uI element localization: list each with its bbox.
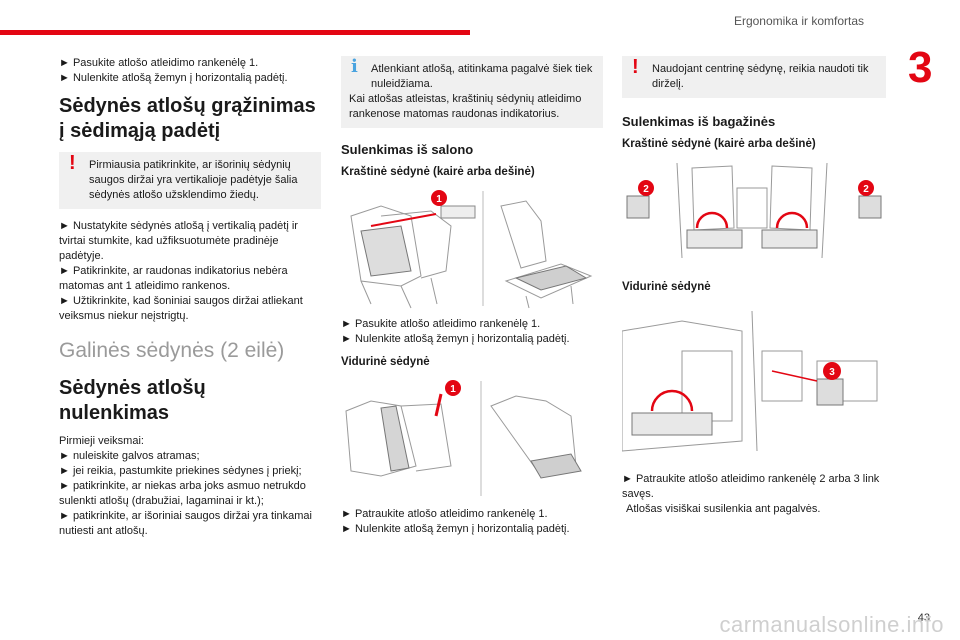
warning-note: ! Naudojant centrinę sėdynę, reikia naud… bbox=[622, 56, 886, 98]
column-2: i Atlenkiant atlošą, atitinkama pagalvė … bbox=[341, 56, 603, 537]
callout-badge-label: 1 bbox=[436, 194, 442, 205]
chapter-section-title: Galinės sėdynės (2 eilė) bbox=[59, 339, 285, 362]
step-text: ► Patraukite atlošo atleidimo rankenėlę … bbox=[622, 473, 880, 500]
step-text: ► Patikrinkite, ar raudonas indikatorius… bbox=[59, 265, 288, 292]
column-3: ! Naudojant centrinę sėdynę, reikia naud… bbox=[622, 56, 886, 517]
subsection-heading: Sulenkimas iš bagažinės bbox=[622, 114, 776, 129]
callout-badge-label: 2 bbox=[863, 184, 869, 195]
step-text: ► Nulenkite atlošą žemyn į horizontalią … bbox=[59, 72, 288, 84]
watermark: carmanualsonline.info bbox=[719, 612, 944, 637]
subsection-heading: Sulenkimas iš salono bbox=[341, 142, 474, 157]
outer-seat-fold-illustration: 1 bbox=[350, 190, 593, 309]
section-header-title: Ergonomika ir komfortas bbox=[733, 14, 864, 28]
step-text: ► Patraukite atlošo atleidimo rankenėlę … bbox=[341, 508, 548, 520]
step-text: ► Užtikrinkite, kad šoniniai saugos dirž… bbox=[59, 295, 303, 322]
figure-caption: Kraštinė sėdynė (kairė arba dešinė) bbox=[622, 138, 816, 150]
callout-badge-label: 1 bbox=[450, 384, 456, 395]
callout-badge bbox=[823, 362, 841, 380]
callout-badge bbox=[431, 190, 447, 206]
header-accent-bar bbox=[0, 30, 470, 35]
step-text: ► patikrinkite, ar niekas arba joks asmu… bbox=[59, 480, 306, 507]
section-heading: Sėdynės atlošų grąžinimas į sėdimąją pad… bbox=[59, 95, 316, 142]
info-note: i Atlenkiant atlošą, atitinkama pagalvė … bbox=[341, 56, 603, 128]
step-text: Atlošas visiškai susilenkia ant pagalvės… bbox=[626, 503, 821, 515]
info-icon: i bbox=[351, 56, 358, 77]
info-text: Kai atlošas atleistas, kraštinių sėdynių… bbox=[349, 93, 582, 120]
figure-caption: Vidurinė sėdynė bbox=[341, 356, 430, 368]
info-text: Atlenkiant atlošą, atitinkama pagalvė ši… bbox=[371, 63, 593, 90]
callout-badge-label: 2 bbox=[643, 184, 649, 195]
step-text: ► Nustatykite sėdynės atlošą į vertikali… bbox=[59, 220, 298, 262]
column-1: ► Pasukite atlošo atleidimo rankenėlę 1.… bbox=[59, 56, 321, 539]
warning-exclamation-icon: ! bbox=[69, 152, 76, 174]
figure-caption: Kraštinė sėdynė (kairė arba dešinė) bbox=[341, 166, 535, 178]
step-text: ► Pasukite atlošo atleidimo rankenėlę 1. bbox=[341, 318, 541, 330]
page-number: 43 bbox=[917, 612, 930, 624]
callout-badge bbox=[638, 180, 654, 196]
step-text: ► Pasukite atlošo atleidimo rankenėlę 1. bbox=[59, 57, 259, 69]
trunk-outer-seat-illustration: 2 2 bbox=[626, 162, 882, 259]
section-heading: Sėdynės atlošų nulenkimas bbox=[59, 377, 206, 424]
intro-text: Pirmieji veiksmai: bbox=[59, 435, 144, 447]
step-text: ► jei reikia, pastumkite priekines sėdyn… bbox=[59, 465, 302, 477]
warning-text: Pirmiausia patikrinkite, ar išorinių sėd… bbox=[89, 159, 298, 201]
chapter-number: 3 bbox=[908, 43, 933, 92]
middle-seat-fold-illustration: 1 bbox=[345, 380, 582, 496]
step-text: ► nuleiskite galvos atramas; bbox=[59, 450, 200, 462]
figure-caption: Vidurinė sėdynė bbox=[622, 281, 711, 293]
callout-badge bbox=[858, 180, 874, 196]
step-text: ► Nulenkite atlošą žemyn į horizontalią … bbox=[341, 333, 570, 345]
trunk-middle-seat-illustration: 3 bbox=[622, 310, 878, 452]
callout-badge bbox=[445, 380, 461, 396]
callout-badge-label: 3 bbox=[829, 367, 835, 378]
warning-note: ! Pirmiausia patikrinkite, ar išorinių s… bbox=[59, 152, 321, 209]
warning-text: Naudojant centrinę sėdynę, reikia naudot… bbox=[652, 63, 869, 90]
step-text: ► Nulenkite atlošą žemyn į horizontalią … bbox=[341, 523, 570, 535]
step-text: ► patikrinkite, ar išoriniai saugos dirž… bbox=[59, 510, 312, 537]
warning-exclamation-icon: ! bbox=[632, 56, 639, 78]
